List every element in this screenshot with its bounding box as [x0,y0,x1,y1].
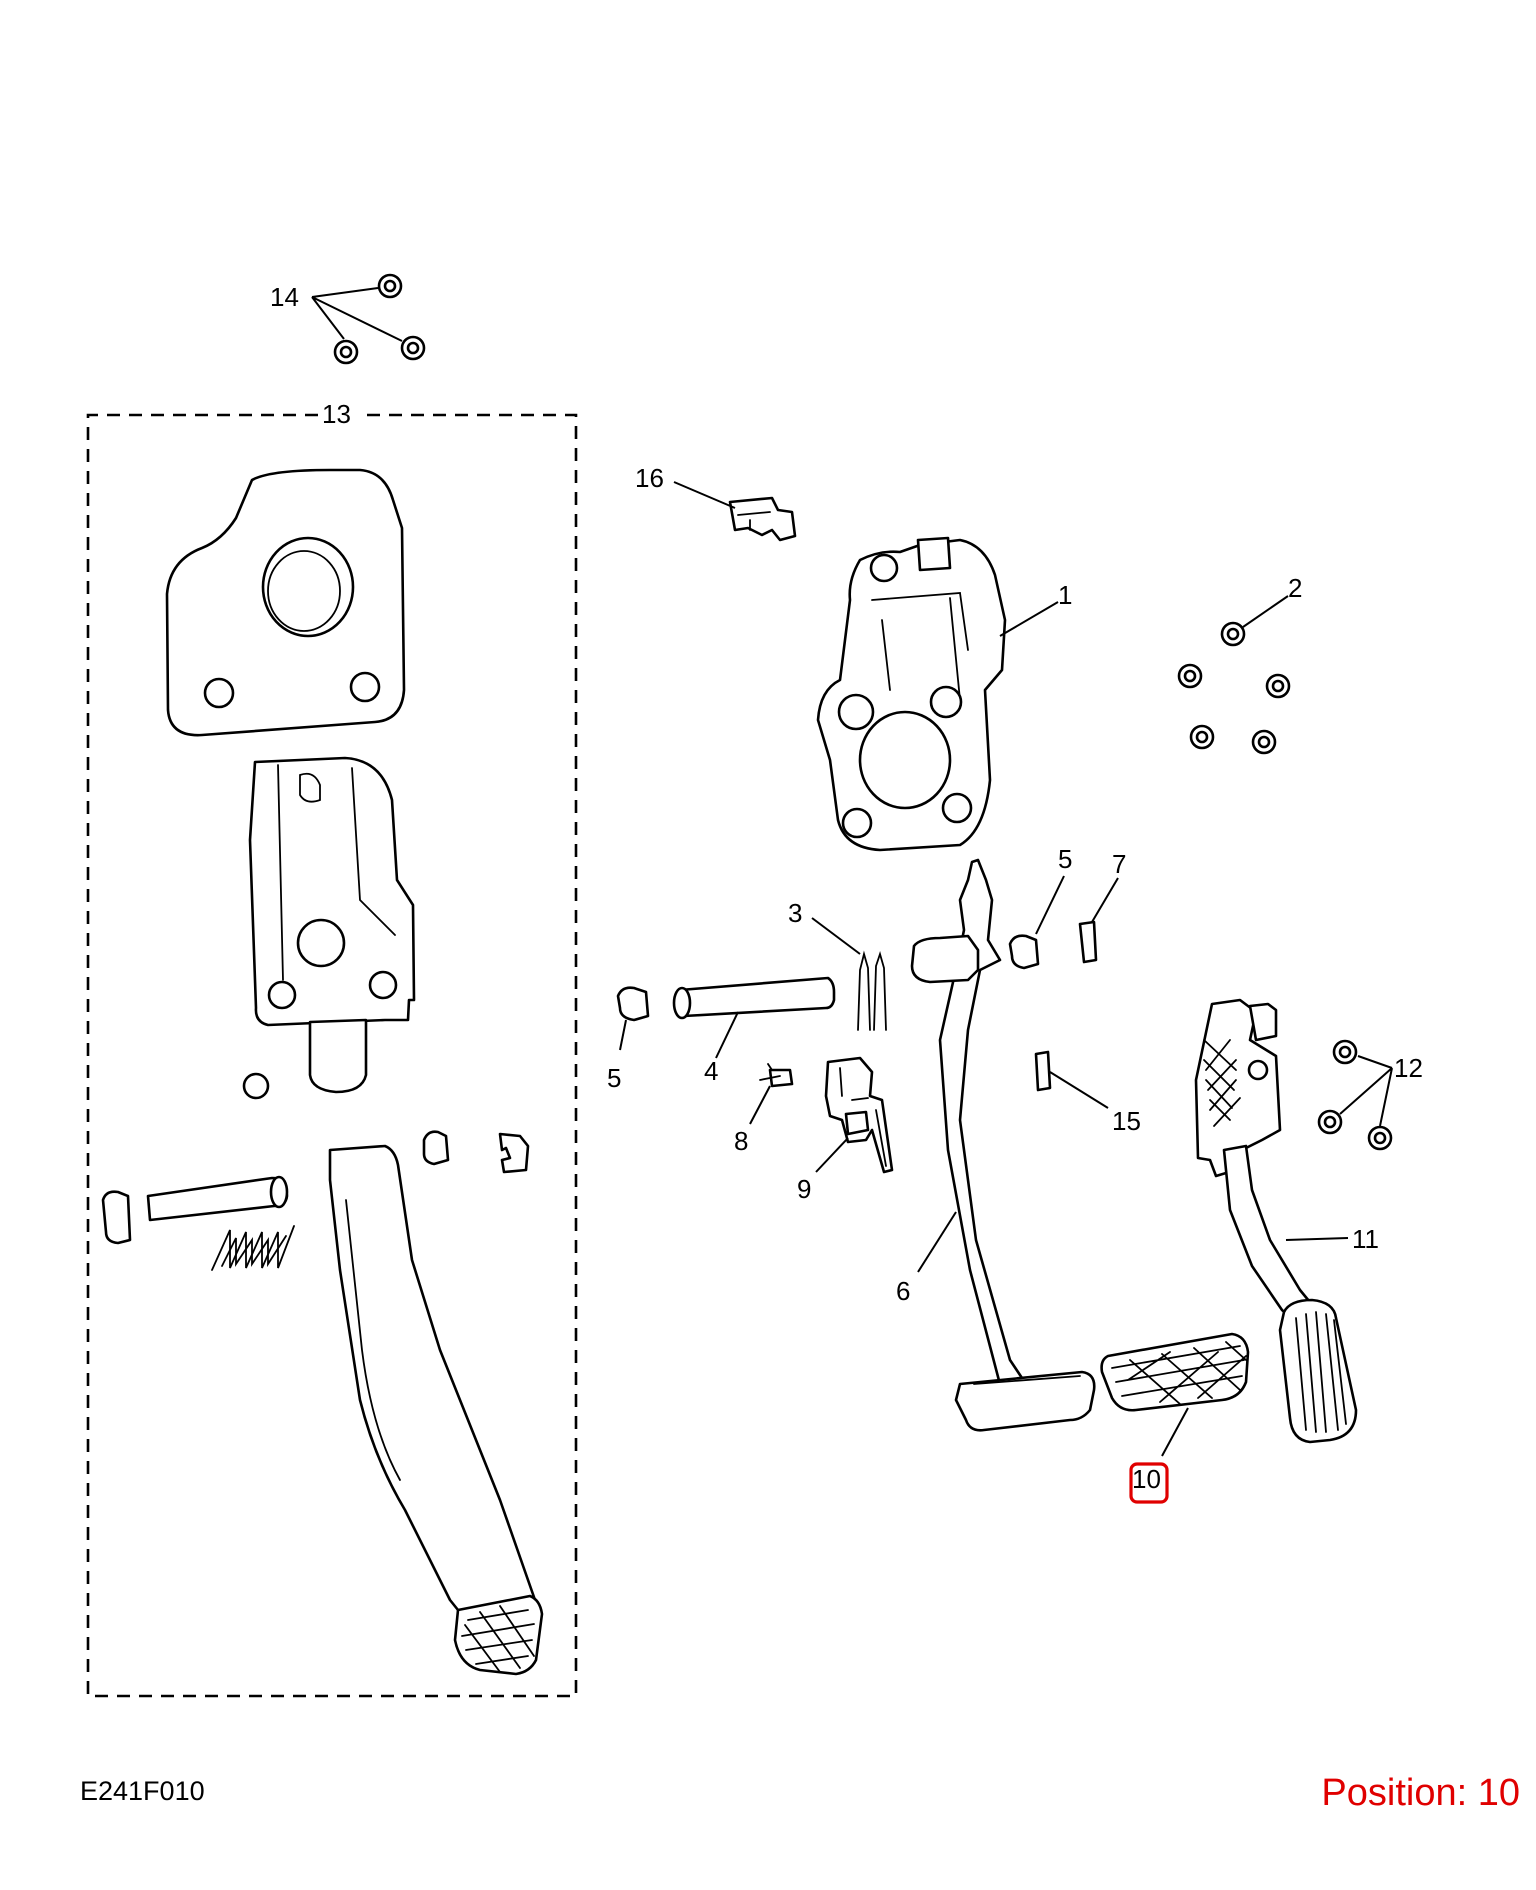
leader-16 [673,481,736,509]
leader-7 [1091,877,1119,923]
leader-5-left [619,1019,627,1051]
callout-6[interactable]: 6 [896,1276,910,1306]
leader-15 [1049,1071,1109,1109]
leader-4 [715,1011,739,1059]
leader-3 [811,917,861,955]
part-11-accelerator-pedal[interactable] [1194,998,1358,1444]
callout-12[interactable]: 12 [1394,1053,1423,1083]
callout-5-right[interactable]: 5 [1058,844,1072,874]
leader-9 [815,1137,849,1173]
leader-2 [1242,595,1289,628]
leader-11 [1285,1237,1349,1241]
position-label: Position: 10 [1321,1772,1520,1814]
highlight-box [1129,1462,1169,1504]
callout-11[interactable]: 11 [1352,1224,1379,1254]
leader-5-right [1035,875,1065,935]
callout-13[interactable]: 13 [322,399,351,429]
part-8-bolt[interactable] [759,1063,794,1088]
callout-15[interactable]: 15 [1112,1106,1141,1136]
callout-1[interactable]: 1 [1058,580,1072,610]
part-9-sensor[interactable] [824,1056,894,1174]
callout-8[interactable]: 8 [734,1126,748,1156]
callout-14[interactable]: 14 [270,282,299,312]
part-16-switch[interactable] [728,496,797,542]
part-15-clip[interactable] [1034,1050,1052,1092]
part-4-pivot-pin[interactable] [672,976,836,1020]
leader-12 [1339,1055,1393,1127]
leader-6 [917,1211,957,1273]
diagram-code: E241F010 [80,1776,205,1806]
callout-16[interactable]: 16 [635,463,664,493]
callout-2[interactable]: 2 [1288,573,1302,603]
leader-14 [311,287,403,342]
part-3-spring-clip[interactable] [857,950,887,1031]
callout-4[interactable]: 4 [704,1056,718,1086]
part-14-washers[interactable] [333,273,426,365]
part-2-nuts[interactable] [1177,621,1291,755]
leader-1 [999,601,1059,637]
part-5-bush-right[interactable] [1008,934,1040,970]
callout-9[interactable]: 9 [797,1174,811,1204]
callout-5-left[interactable]: 5 [607,1063,621,1093]
part-10-pedal-pad[interactable] [1100,1332,1250,1412]
callout-3[interactable]: 3 [788,898,802,928]
part-12-nuts[interactable] [1317,1039,1393,1151]
part-1-pedal-box-bracket[interactable] [816,536,1007,852]
part-6-brake-pedal[interactable] [910,858,1096,1432]
part-7-clip[interactable] [1078,920,1098,964]
part-13-assembly[interactable] [101,468,544,1676]
callout-10[interactable]: 10 [1132,1464,1161,1494]
leader-8 [749,1085,771,1125]
part-5-bush-left[interactable] [616,986,650,1022]
callout-7[interactable]: 7 [1112,849,1126,879]
leader-10 [1161,1407,1189,1457]
